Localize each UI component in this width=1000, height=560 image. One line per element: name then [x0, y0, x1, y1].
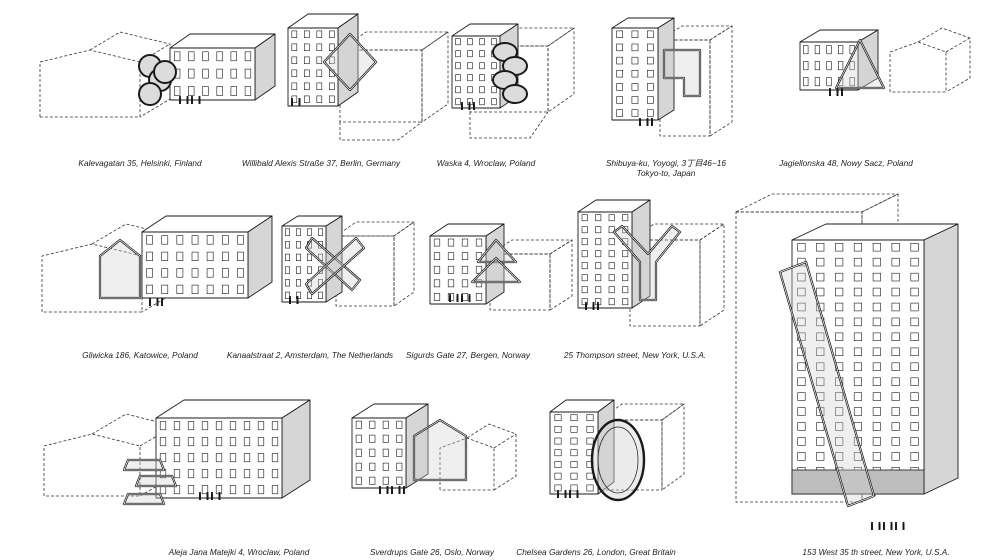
drawing-helsinki — [39, 31, 276, 118]
drawing-tokyo — [611, 17, 733, 137]
caption-oslo: Sverdrups Gate 26, Oslo, Norway — [369, 547, 495, 557]
insert-nowysacz — [834, 38, 886, 90]
insert-london — [590, 418, 646, 502]
insert-amsterdam — [304, 236, 366, 296]
caption-newyork153: 153 West 35 th street, New York, U.S.A. — [802, 547, 950, 557]
caption-wroclaw2: Aleja Jana Matejki 4, Wroclaw, Poland — [168, 547, 310, 557]
caption-bergen: Sigurds Gate 27, Bergen, Norway — [405, 350, 531, 360]
insert-wroclaw — [492, 42, 528, 104]
caption-wroclaw: Waska 4, Wroclaw, Poland — [436, 158, 536, 168]
caption-helsinki: Kalevagatan 35, Helsinki, Finland — [78, 158, 202, 168]
drawing-wroclaw2 — [43, 399, 311, 506]
drawing-london — [549, 399, 685, 502]
drawing-bergen — [429, 223, 573, 311]
caption-newyork25: 25 Thompson street, New York, U.S.A. — [563, 350, 707, 360]
drawing-oslo — [351, 403, 517, 494]
drawing-wroclaw — [451, 23, 575, 139]
drawing-nowysacz — [799, 27, 971, 96]
tower — [791, 223, 959, 495]
caption-amsterdam: Kanaalstraat 2, Amsterdam, The Netherlan… — [226, 350, 394, 360]
drawing-newyork25 — [577, 199, 725, 327]
caption-katowice: Gliwicka 186, Katowice, Poland — [82, 350, 198, 360]
insert-tokyo — [662, 48, 702, 98]
insert-bergen — [470, 238, 522, 284]
drawing-newyork153 — [735, 193, 959, 530]
drawing-katowice — [41, 215, 273, 313]
drawing-amsterdam — [281, 215, 415, 307]
caption-london: Chelsea Gardens 26, London, Great Britai… — [516, 547, 676, 557]
insert-newyork153 — [778, 260, 876, 508]
drawing-berlin — [287, 13, 449, 141]
insert-newyork25 — [612, 224, 682, 302]
caption-berlin: Willibald Alexis Straße 37, Berlin, Germ… — [241, 158, 401, 168]
insert-wroclaw2 — [122, 458, 178, 506]
caption-nowysacz: Jagiellonska 48, Nowy Sacz, Poland — [779, 158, 913, 168]
drawings-layer — [39, 13, 971, 530]
insert-katowice — [98, 238, 142, 300]
insert-helsinki — [138, 54, 177, 106]
insert-oslo — [412, 418, 468, 482]
insert-berlin — [322, 32, 378, 92]
